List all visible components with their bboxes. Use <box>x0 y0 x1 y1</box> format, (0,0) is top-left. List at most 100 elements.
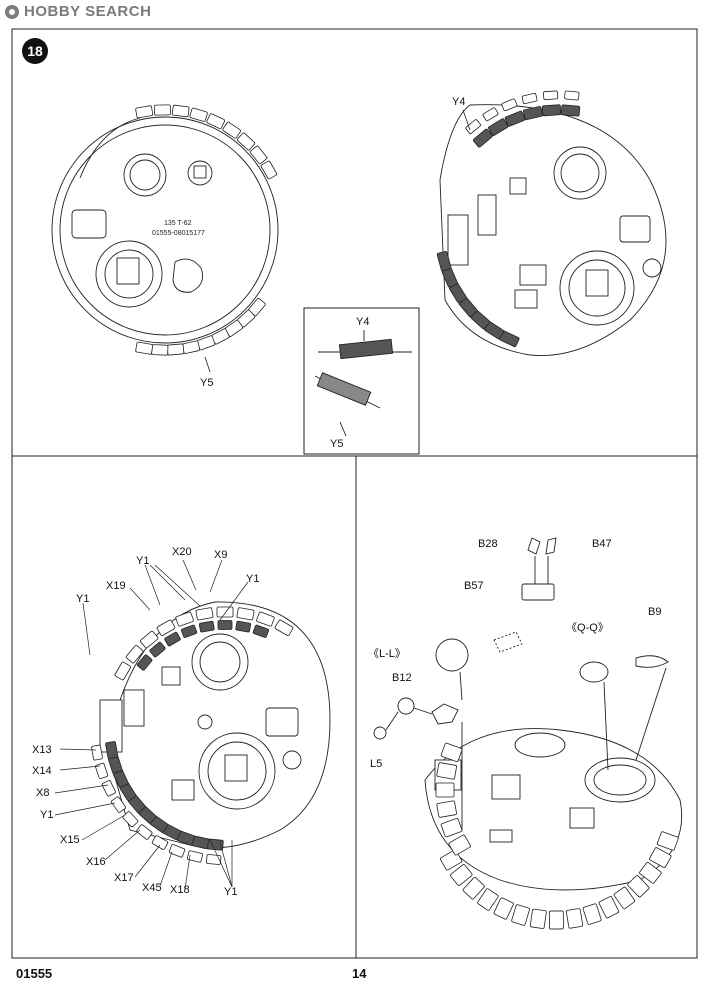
track-link-block <box>187 850 203 863</box>
bottom-left-leader-lines <box>54 559 249 890</box>
track-link-block <box>448 834 471 856</box>
track-link-block <box>548 910 564 930</box>
turret-bottom-left <box>99 601 331 849</box>
track-link-block <box>101 780 116 797</box>
track-link-block <box>236 607 255 621</box>
track-link-block <box>541 104 562 117</box>
watermark: HOBBY SEARCH <box>4 3 151 20</box>
track-link-block <box>168 844 186 858</box>
track-link-block <box>91 744 103 761</box>
track-link-block <box>198 620 215 633</box>
hull-text-model: 135 T-62 <box>164 220 192 227</box>
track-link-block <box>195 607 214 621</box>
part-label-x20: X20 <box>172 546 192 558</box>
step-number-badge: 18 <box>22 38 48 64</box>
part-label-x19: X19 <box>106 580 126 592</box>
track-link-block <box>216 606 234 618</box>
track-link-block <box>582 903 602 925</box>
track-link-block <box>523 106 543 121</box>
section-label-q-q: 《Q-Q》 <box>566 622 609 634</box>
track-link-block <box>256 611 275 627</box>
track-link-block <box>493 897 514 920</box>
part-label-b9: B9 <box>648 606 662 618</box>
track-link-block <box>122 811 139 828</box>
track-link-block <box>656 831 679 851</box>
part-label-x13: X13 <box>32 744 52 756</box>
part-label-y4: Y4 <box>452 96 466 108</box>
track-link-block <box>521 92 538 105</box>
track-link-block <box>181 340 201 354</box>
track-link-block <box>95 762 109 779</box>
track-link-block <box>181 624 198 638</box>
track-link-block <box>156 619 176 636</box>
track-link-block <box>482 107 499 122</box>
part-label-y5: Y5 <box>200 377 214 389</box>
detail-inset-parts <box>314 330 412 437</box>
track-link-block <box>440 742 463 763</box>
track-link-block <box>477 888 499 911</box>
track-link-block <box>125 645 144 664</box>
track-link-block <box>565 908 584 929</box>
part-label-b12: B12 <box>392 672 412 684</box>
track-link-block <box>440 817 463 838</box>
track-link-block <box>175 611 194 627</box>
part-label-x14: X14 <box>32 765 52 777</box>
track-link-block <box>560 104 581 117</box>
part-label-x17: X17 <box>114 872 134 884</box>
track-links-top-left <box>135 104 278 356</box>
part-label-b28: B28 <box>478 538 498 550</box>
track-link-block <box>450 864 473 886</box>
track-links-bottom-right <box>435 742 679 930</box>
hobby-search-logo-icon <box>5 4 19 19</box>
track-link-block <box>164 631 181 647</box>
track-link-block <box>260 160 278 180</box>
hull-text-code: 01555-08015177 <box>152 230 205 237</box>
track-link-block <box>114 661 131 681</box>
part-label-x16: X16 <box>86 856 106 868</box>
part-label-x18: X18 <box>170 884 190 896</box>
part-label-b57: B57 <box>464 580 484 592</box>
track-link-block <box>252 624 269 638</box>
turret-top-left <box>51 116 279 344</box>
track-link-block <box>639 861 662 884</box>
track-link-block <box>564 90 580 101</box>
track-link-block <box>206 854 222 865</box>
part-label-y1-right: Y1 <box>246 573 260 585</box>
section-label-l-l: 《L-L》 <box>368 648 406 660</box>
detail-label-y5: Y5 <box>330 438 344 450</box>
detail-label-y4: Y4 <box>356 316 370 328</box>
track-link-block <box>105 741 119 759</box>
track-link-block <box>488 118 509 136</box>
track-link-block <box>627 875 650 898</box>
track-link-block <box>504 110 526 127</box>
part-label-l5: L5 <box>370 758 383 770</box>
track-link-block <box>435 782 455 798</box>
track-link-block <box>151 344 169 356</box>
track-link-block <box>153 104 171 116</box>
track-link-block <box>136 824 153 840</box>
track-link-block <box>598 896 620 919</box>
track-link-block <box>136 654 153 671</box>
track-link-block <box>613 886 636 910</box>
bottom-right-parts <box>373 537 669 830</box>
track-link-block <box>237 132 256 151</box>
panel-frames <box>11 28 698 959</box>
track-link-block <box>436 251 452 272</box>
track-link-block <box>274 619 294 636</box>
track-link-block <box>436 762 457 780</box>
track-link-block <box>149 641 166 658</box>
part-label-x45: X45 <box>142 882 162 894</box>
track-link-block <box>189 107 208 122</box>
turret-top-right <box>439 104 667 356</box>
track-link-block <box>217 620 233 630</box>
track-link-block <box>462 877 485 900</box>
part-label-y1-mid: Y1 <box>40 809 54 821</box>
part-label-y1-bottom: Y1 <box>224 886 238 898</box>
track-link-block <box>235 620 252 633</box>
track-link-block <box>151 835 169 850</box>
part-label-x15: X15 <box>60 834 80 846</box>
track-link-block <box>543 90 559 101</box>
track-link-block <box>135 105 154 119</box>
product-code: 01555 <box>16 966 53 981</box>
